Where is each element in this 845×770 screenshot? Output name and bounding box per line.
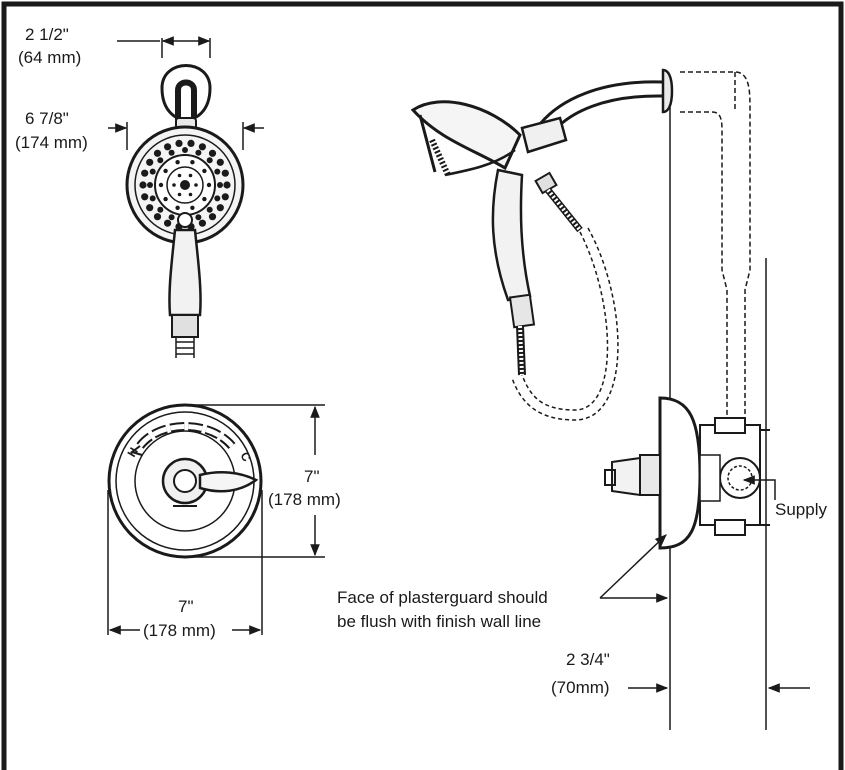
spray-nozzle [149,195,156,202]
spray-nozzle [221,193,229,201]
spray-nozzle [214,195,221,202]
spray-nozzle [188,192,193,197]
spray-nozzle [194,183,198,187]
trim-height-dimension [185,404,325,558]
spray-nozzle [139,181,147,189]
spray-nozzle [153,149,162,157]
head-diameter-dimension [108,122,264,150]
trim-width-imperial: 7" [178,597,194,616]
spray-nozzle [146,204,154,212]
spray-nozzle [206,206,213,213]
arm-width-dimension [117,36,211,58]
spray-nozzle [141,193,149,201]
hose-dashed [521,231,609,411]
valve-trim-front-view: H C [107,403,263,559]
wall-depth-imperial: 2 3/4" [566,650,610,669]
spray-nozzle [206,182,212,188]
spray-nozzle [175,160,180,165]
spray-nozzle [168,149,175,156]
spray-nozzle [163,168,168,174]
supply-label: Supply [775,500,827,519]
spray-nozzle [195,214,202,221]
spray-nozzle [214,168,221,175]
spray-nozzle [208,213,217,221]
spray-nozzle [198,143,206,151]
supply-callout [742,475,776,500]
spray-nozzle [223,181,231,189]
spray-nozzle [187,139,195,147]
trim-width-metric: (178 mm) [143,621,216,640]
spray-nozzle [202,196,207,202]
spray-nozzle [190,205,195,210]
hose-dashed-inner [511,227,619,421]
plasterguard-note-line1: Face of plasterguard should [337,588,548,607]
showerhead-front-view [125,64,245,358]
spray-nozzle [172,183,176,187]
spray-nozzle [163,196,168,202]
spray-nozzle [157,206,164,213]
spray-nozzle [221,169,229,177]
head-diameter-imperial: 6 7/8" [25,109,69,128]
spray-nozzle [195,149,202,156]
spray-nozzle [158,182,164,188]
spray-nozzle [177,173,182,178]
spray-nozzle [146,158,154,166]
plasterguard-note-line2: be flush with finish wall line [337,612,541,631]
spray-nozzle [190,160,195,165]
valve-body-side-view [604,396,770,550]
plasterguard-callout [599,534,669,603]
arm-width-imperial: 2 1/2" [25,25,69,44]
spray-nozzle [175,139,183,147]
spray-nozzle [216,204,224,212]
spray-nozzle [217,182,223,188]
spray-nozzle [147,182,153,188]
spray-nozzle [157,157,164,164]
trim-height-imperial: 7" [304,467,320,486]
spray-nozzle [141,169,149,177]
spray-nozzle [175,205,180,210]
spray-nozzle [202,168,207,174]
spray-nozzle [168,214,175,221]
supply-pipe-hidden [680,71,751,420]
spray-nozzle [198,219,206,227]
spray-nozzle [216,158,224,166]
trim-width-dimension [107,490,263,635]
spray-nozzle [149,168,156,175]
spray-nozzle [206,157,213,164]
spray-nozzle [164,143,172,151]
showerhead-side-view [410,100,536,376]
spray-nozzle [208,149,217,157]
head-diameter-metric: (174 mm) [15,133,88,152]
diverter-mount-side [520,116,583,233]
spray-nozzle [153,213,162,221]
wall-depth-metric: (70mm) [551,678,610,697]
trim-height-metric: (178 mm) [268,490,341,509]
spray-nozzle [188,173,193,178]
arm-width-metric: (64 mm) [18,48,81,67]
spray-nozzle [164,219,172,227]
spray-nozzle [177,192,182,197]
spray-nozzle [182,147,188,153]
